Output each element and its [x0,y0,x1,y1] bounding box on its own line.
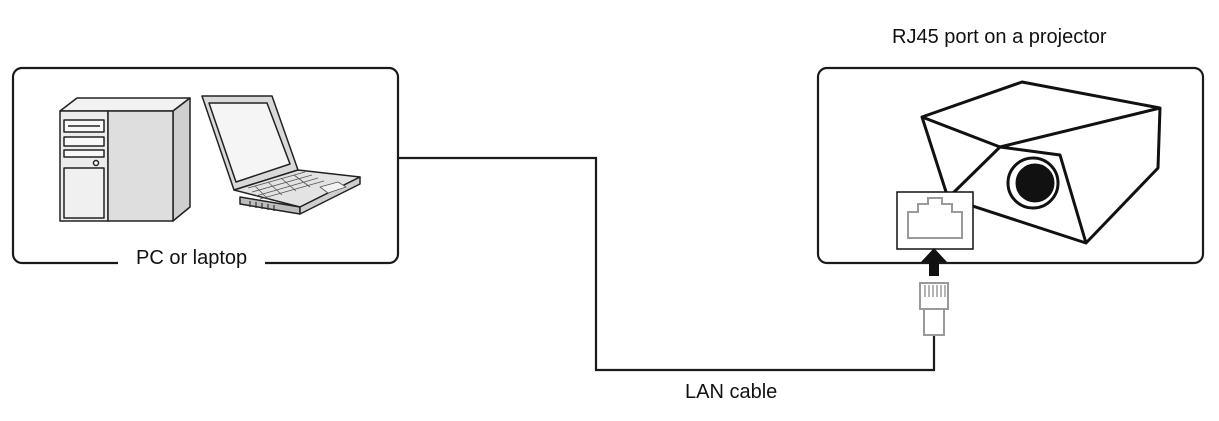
rj45-plug-icon [919,282,949,336]
pc-or-laptop-label: PC or laptop [118,248,266,268]
lan-cable-label: LAN cable [685,381,778,403]
projector-box [816,66,1205,265]
rj45-port-icon [896,191,974,250]
laptop-icon [201,95,361,215]
up-arrow-icon [921,248,947,276]
lan-cable-line [398,156,936,372]
desktop-tower-icon [59,97,191,222]
projector-port-label: RJ45 port on a projector [892,26,1107,48]
